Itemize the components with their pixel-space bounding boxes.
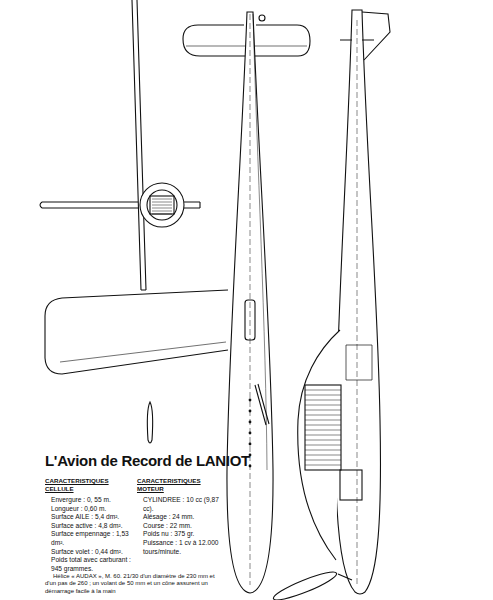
tank xyxy=(346,345,372,380)
cowling-ring xyxy=(147,190,177,220)
fin-stroke xyxy=(305,465,341,466)
tail-horn xyxy=(259,15,265,21)
fin-stroke xyxy=(305,440,341,441)
rivet xyxy=(249,432,252,435)
fin-stroke xyxy=(305,430,341,431)
fin-stroke xyxy=(152,202,172,203)
fin-stroke xyxy=(305,445,341,446)
fin-stroke xyxy=(152,211,172,212)
cooling-fins xyxy=(152,199,172,214)
fuselage-section xyxy=(140,183,184,227)
propeller-hub xyxy=(338,574,352,580)
spec-column: CARACTERISTIQUES CELLULE Envergure : 0, 5… xyxy=(45,477,133,573)
spec-item: CYLINDREE : 10 cc (9,87 cc). xyxy=(137,496,219,513)
carburettor xyxy=(340,470,362,500)
fin-stroke xyxy=(305,415,341,416)
fin-stroke xyxy=(305,395,341,396)
spec-item: Surface empennage : 1,53 dm². xyxy=(45,530,133,547)
spec-item: Surface active : 4,8 dm². xyxy=(45,522,133,531)
note-text: Hélice « AUDAX », M. 60. 21/30 d'un diam… xyxy=(45,573,219,596)
spec-item: Surface volet : 0,44 dm². xyxy=(45,548,133,557)
fin-stroke xyxy=(305,420,341,421)
fin-stroke xyxy=(305,405,341,406)
spec-item: Course : 22 mm. xyxy=(137,522,219,531)
engine-cowling xyxy=(298,330,340,560)
flap-hinge xyxy=(60,342,226,362)
spec-item: Poids total avec carburant : 945 grammes… xyxy=(45,556,133,573)
rivet xyxy=(249,443,252,446)
fin-stroke xyxy=(152,199,172,200)
fin-stroke xyxy=(152,208,172,209)
fin-stroke xyxy=(152,205,172,206)
spec-item: Longueur : 0,60 m. xyxy=(45,505,133,514)
fin-stroke xyxy=(305,390,341,391)
fin-stroke xyxy=(152,214,172,215)
rivet xyxy=(249,399,252,402)
title: L'Avion de Record de LANIOT xyxy=(45,452,250,469)
rivet xyxy=(249,421,252,424)
fuselage-plan xyxy=(227,12,273,593)
wing-edge-view xyxy=(132,0,146,290)
spec-item: Poids nu : 375 gr. xyxy=(137,530,219,539)
cylinder-fins xyxy=(305,390,341,465)
drawing-strokes xyxy=(40,0,390,600)
fin-stroke xyxy=(305,435,341,436)
control-rod xyxy=(255,384,269,425)
spec-heading: CARACTERISTIQUES MOTEUR xyxy=(137,477,219,493)
fuselage-side xyxy=(336,10,381,594)
spec-column: CARACTERISTIQUES MOTEUR CYLINDREE : 10 cc… xyxy=(137,477,219,556)
fin-stroke xyxy=(305,410,341,411)
propeller-blade xyxy=(271,568,339,600)
spec-item: Surface AILE : 5,4 dm². xyxy=(45,513,133,522)
spec-heading: CARACTERISTIQUES CELLULE xyxy=(45,477,133,493)
fin-stroke xyxy=(305,425,341,426)
rivet xyxy=(249,410,252,413)
spec-item: Puissance : 1 cv à 12.000 tours/minute. xyxy=(137,539,219,556)
hatch-slot xyxy=(245,300,255,340)
fin-stroke xyxy=(305,400,341,401)
spec-item: Alésage : 24 mm. xyxy=(137,513,219,522)
fin-stroke xyxy=(305,460,341,461)
spec-item: Envergure : 0, 55 m. xyxy=(45,496,133,505)
fin-side xyxy=(362,12,390,60)
fin-front xyxy=(147,402,152,443)
spec-column: Hélice « AUDAX », M. 60. 21/30 d'un diam… xyxy=(45,573,219,596)
engine-block xyxy=(150,196,174,214)
fin-stroke xyxy=(305,455,341,456)
wing-plan xyxy=(45,290,228,374)
fin-stroke xyxy=(305,450,341,451)
cylinder xyxy=(305,385,341,470)
